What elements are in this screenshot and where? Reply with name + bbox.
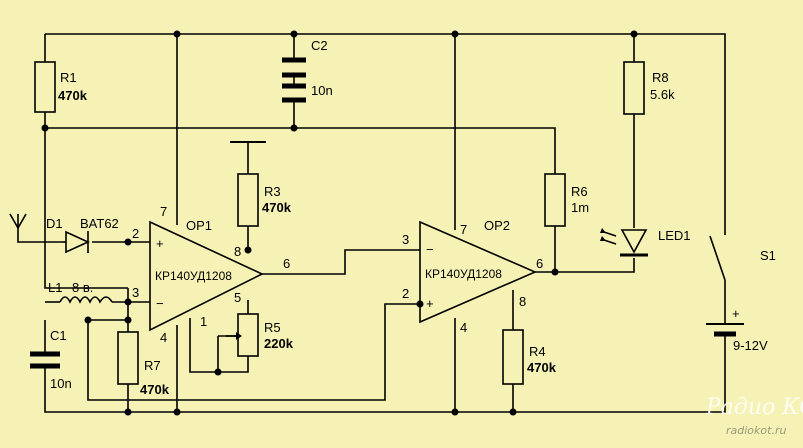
wires: [17, 33, 726, 413]
label-bat62: BAT62: [80, 216, 119, 231]
inductor-l1: [59, 296, 113, 304]
pin-op1-8: 8: [234, 244, 241, 259]
pin-op1-1: 1: [200, 314, 207, 329]
op2-minus-sign: −: [426, 242, 434, 257]
label-battery-voltage: 9-12V: [733, 338, 768, 353]
label-c2: C2: [311, 38, 328, 53]
value-r6: 1m: [571, 200, 589, 215]
label-d1: D1: [46, 216, 63, 231]
label-op1: OP1: [186, 218, 212, 233]
label-r5: R5: [264, 320, 281, 335]
resistor-r7: [117, 331, 139, 385]
pin-op1-3: 3: [132, 285, 139, 300]
pin-op2-6: 6: [536, 256, 543, 271]
label-r8: R8: [652, 70, 669, 85]
op2-plus-sign: +: [426, 296, 434, 311]
label-r4: R4: [529, 344, 546, 359]
battery: [706, 304, 744, 337]
label-c1: C1: [50, 328, 67, 343]
chip-op1: КР140УД1208: [155, 269, 232, 283]
op1-plus-sign: +: [156, 236, 164, 251]
opamp-op1: [149, 220, 264, 332]
resistor-r3: [237, 173, 259, 227]
label-op2: OP2: [484, 218, 510, 233]
opamp-op2: [419, 220, 538, 324]
potentiometer-r5: [226, 313, 259, 357]
value-c1: 10n: [50, 376, 72, 391]
pin-op1-4: 4: [160, 330, 167, 345]
pin-op2-7: 7: [460, 222, 467, 237]
value-r7: 470k: [140, 382, 170, 397]
label-r7: R7: [144, 358, 161, 373]
antenna-icon: [9, 213, 27, 234]
label-r6: R6: [571, 184, 588, 199]
resistor-r4: [502, 329, 524, 385]
pin-op1-6: 6: [283, 256, 290, 271]
label-r1: R1: [60, 70, 77, 85]
resistor-r1: [34, 61, 56, 113]
value-r3: 470k: [262, 200, 292, 215]
watermark-brand: Радио КОТ: [705, 395, 803, 420]
pin-op1-5: 5: [234, 290, 241, 305]
chip-op2: КР140УД1208: [425, 267, 502, 281]
pin-op1-2: 2: [132, 226, 139, 241]
switch-s1: [709, 235, 726, 304]
resistor-r6: [544, 173, 566, 227]
label-r3: R3: [264, 184, 281, 199]
pin-op2-3: 3: [402, 232, 409, 247]
led-led1: [600, 228, 648, 257]
resistor-r8: [623, 61, 645, 115]
battery-plus-sign: +: [732, 306, 740, 321]
value-r4: 470k: [527, 360, 557, 375]
op1-minus-sign: −: [156, 296, 164, 311]
value-r1: 470k: [58, 88, 88, 103]
capacitor-c1: [30, 345, 60, 372]
pin-op2-8: 8: [519, 294, 526, 309]
value-r8: 5.6k: [650, 87, 675, 102]
label-led1: LED1: [658, 228, 691, 243]
watermark-url: radiokot.ru: [726, 424, 786, 437]
value-c2: 10n: [311, 83, 333, 98]
label-s1: S1: [760, 248, 776, 263]
label-l1: L1: [48, 280, 62, 295]
pin-op1-7: 7: [160, 204, 167, 219]
capacitor-c2: [282, 57, 306, 103]
diode-d1: [62, 230, 90, 254]
junctions: [41, 30, 638, 416]
pin-op2-2: 2: [402, 286, 409, 301]
value-r5: 220k: [264, 336, 294, 351]
pin-op2-4: 4: [460, 320, 467, 335]
label-l1-turns: 8 в.: [72, 280, 93, 295]
